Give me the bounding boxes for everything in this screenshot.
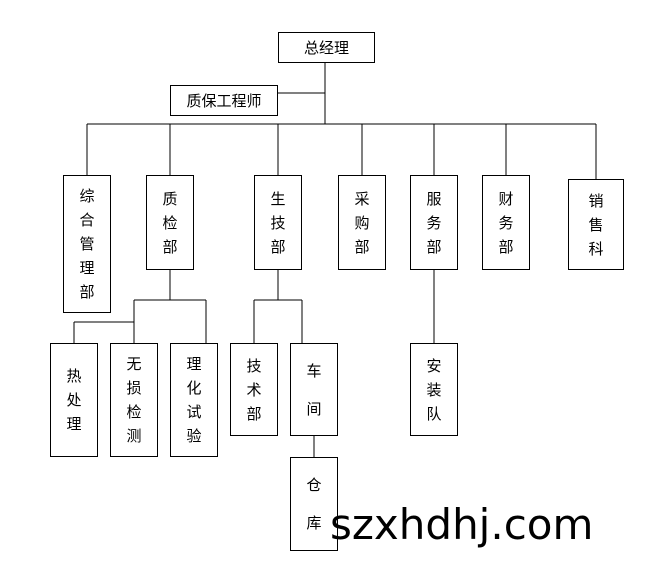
dept-finance: 财务部 xyxy=(482,175,530,270)
box-label: 车间 xyxy=(306,361,322,418)
ceo-box: 总经理 xyxy=(278,32,375,63)
unit-installation-team: 安装队 xyxy=(410,343,458,436)
unit-ndt: 无损检测 xyxy=(110,343,158,457)
box-label: 热处理 xyxy=(66,367,82,433)
box-label: 无损检测 xyxy=(126,355,142,445)
box-label: 服务部 xyxy=(426,189,442,256)
ceo-label: 总经理 xyxy=(303,39,349,57)
qa-engineer-label: 质保工程师 xyxy=(186,92,262,110)
box-label: 技术部 xyxy=(246,356,262,423)
box-label: 采购部 xyxy=(354,189,370,256)
box-label: 销售科 xyxy=(588,191,604,258)
watermark-text: szxhdhj.com xyxy=(330,500,594,549)
dept-purchasing: 采购部 xyxy=(338,175,386,270)
box-label: 仓库 xyxy=(306,476,322,532)
dept-quality-inspection: 质检部 xyxy=(146,175,194,270)
box-label: 生技部 xyxy=(270,189,286,256)
unit-warehouse: 仓库 xyxy=(290,457,338,551)
dept-sales: 销售科 xyxy=(568,179,624,270)
unit-heat-treatment: 热处理 xyxy=(50,343,98,457)
qa-engineer-box: 质保工程师 xyxy=(170,85,278,116)
box-label: 理化试验 xyxy=(186,355,202,445)
unit-workshop: 车间 xyxy=(290,343,338,436)
box-label: 财务部 xyxy=(498,189,514,256)
box-label: 质检部 xyxy=(162,189,178,256)
dept-general-management: 综合管理部 xyxy=(63,175,111,313)
box-label: 综合管理部 xyxy=(79,187,95,301)
unit-technology: 技术部 xyxy=(230,343,278,436)
dept-service: 服务部 xyxy=(410,175,458,270)
dept-production-technology: 生技部 xyxy=(254,175,302,270)
box-label: 安装队 xyxy=(426,356,442,423)
unit-physical-chemical-testing: 理化试验 xyxy=(170,343,218,457)
